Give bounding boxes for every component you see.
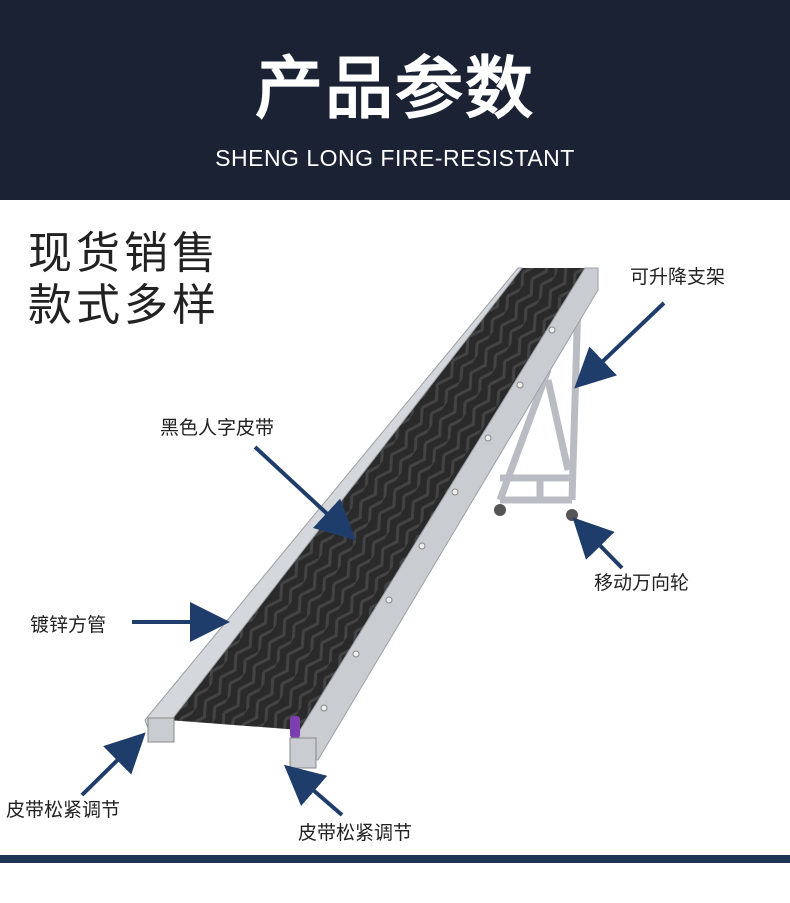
arrow-tension-left [80, 732, 146, 797]
label-caster: 移动万向轮 [594, 572, 690, 594]
arrow-lift-stand [574, 301, 666, 389]
label-tension-right: 皮带松紧调节 [298, 822, 413, 844]
banner-title: 产品参数 [254, 50, 535, 129]
label-lift-stand: 可升降支架 [630, 266, 726, 288]
end-pulley [290, 716, 300, 738]
banner-subtitle: SHENG LONG FIRE-RESISTANT [215, 145, 575, 171]
conveyor-illustration [80, 267, 666, 817]
arrow-belt [253, 445, 356, 541]
rail-bolts [320, 326, 556, 712]
arrow-tension-right [283, 764, 344, 817]
header-banner: 产品参数 SHENG LONG FIRE-RESISTANT [0, 0, 790, 200]
headline-line-2: 款式多样 [28, 280, 220, 331]
arrow-caster [572, 517, 624, 570]
headline-line-1: 现货销售 [28, 228, 220, 279]
lift-stand [496, 299, 582, 504]
conveyor-belt [168, 268, 585, 730]
caster-wheels [494, 504, 578, 521]
tension-bracket-right [289, 737, 317, 769]
label-belt: 黑色人字皮带 [160, 417, 275, 439]
label-tension-left: 皮带松紧调节 [6, 799, 121, 821]
label-tube: 镀锌方管 [30, 614, 107, 636]
bottom-divider [0, 855, 790, 863]
tension-bracket-left [147, 717, 175, 743]
